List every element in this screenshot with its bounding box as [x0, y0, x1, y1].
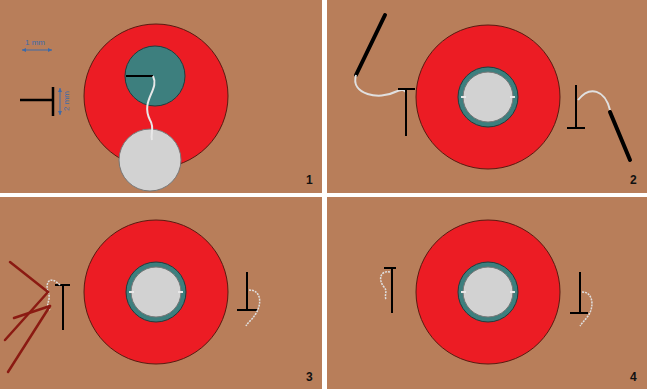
- panel-number: 1: [306, 174, 313, 186]
- dimension-label: 2 mm: [63, 91, 71, 111]
- panel-number: 4: [630, 371, 637, 383]
- dimension-label: 1 mm: [25, 39, 45, 47]
- panel-number: 3: [306, 371, 313, 383]
- panel-number: 2: [630, 174, 637, 186]
